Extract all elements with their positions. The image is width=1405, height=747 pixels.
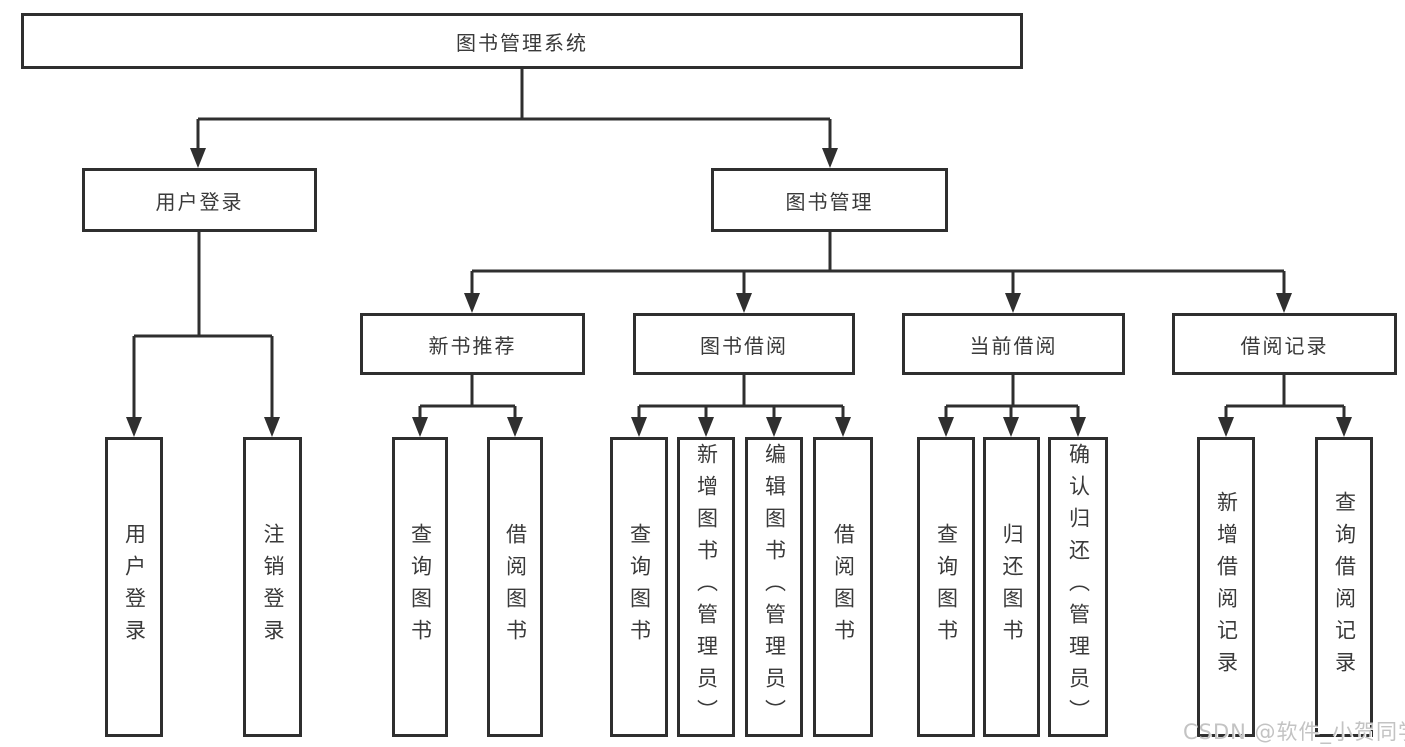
leaf-confirm-return-admin: 确认归还（管理员） (1048, 437, 1108, 737)
node-current-borrowing: 当前借阅 (902, 313, 1125, 375)
node-label: 图书管理系统 (456, 30, 588, 55)
node-label: 查询借阅记录 (1332, 491, 1357, 683)
leaf-edit-books-admin: 编辑图书（管理员） (745, 437, 803, 737)
node-label: 图书借阅 (700, 333, 788, 358)
leaf-query-books-1: 查询图书 (392, 437, 448, 737)
node-label: 新增借阅记录 (1214, 491, 1239, 683)
node-label: 确认归还（管理员） (1066, 443, 1091, 731)
node-label: 借阅图书 (831, 523, 856, 651)
leaf-add-books-admin: 新增图书（管理员） (677, 437, 735, 737)
leaf-return-books: 归还图书 (983, 437, 1040, 737)
node-label: 注销登录 (261, 523, 285, 651)
leaf-logout: 注销登录 (243, 437, 302, 737)
node-label: 用户登录 (155, 189, 244, 214)
leaf-query-books-3: 查询图书 (917, 437, 975, 737)
csdn-watermark: CSDN @软件_小贺同学 (1183, 720, 1405, 744)
node-label: 归还图书 (1000, 523, 1024, 651)
node-label: 查询图书 (627, 523, 652, 651)
node-label: 当前借阅 (969, 333, 1058, 358)
node-label: 新增图书（管理员） (694, 443, 719, 731)
node-label: 借阅记录 (1240, 333, 1329, 358)
node-library-management-system: 图书管理系统 (21, 13, 1023, 69)
node-label: 查询图书 (408, 523, 433, 651)
leaf-user-login: 用户登录 (105, 437, 163, 737)
node-label: 新书推荐 (428, 333, 517, 358)
node-book-borrowing: 图书借阅 (633, 313, 855, 375)
node-label: 查询图书 (934, 523, 959, 651)
node-borrowing-records: 借阅记录 (1172, 313, 1397, 375)
node-label: 用户登录 (122, 523, 147, 651)
leaf-query-borrow-record: 查询借阅记录 (1315, 437, 1373, 737)
node-label: 借阅图书 (503, 523, 528, 651)
leaf-borrow-books-1: 借阅图书 (487, 437, 543, 737)
node-book-management: 图书管理 (711, 168, 948, 232)
leaf-query-books-2: 查询图书 (610, 437, 668, 737)
node-label: 编辑图书（管理员） (762, 443, 787, 731)
leaf-add-borrow-record: 新增借阅记录 (1197, 437, 1255, 737)
node-label: 图书管理 (785, 189, 874, 214)
leaf-borrow-books-2: 借阅图书 (813, 437, 873, 737)
node-user-login: 用户登录 (82, 168, 317, 232)
node-new-book-recommend: 新书推荐 (360, 313, 585, 375)
